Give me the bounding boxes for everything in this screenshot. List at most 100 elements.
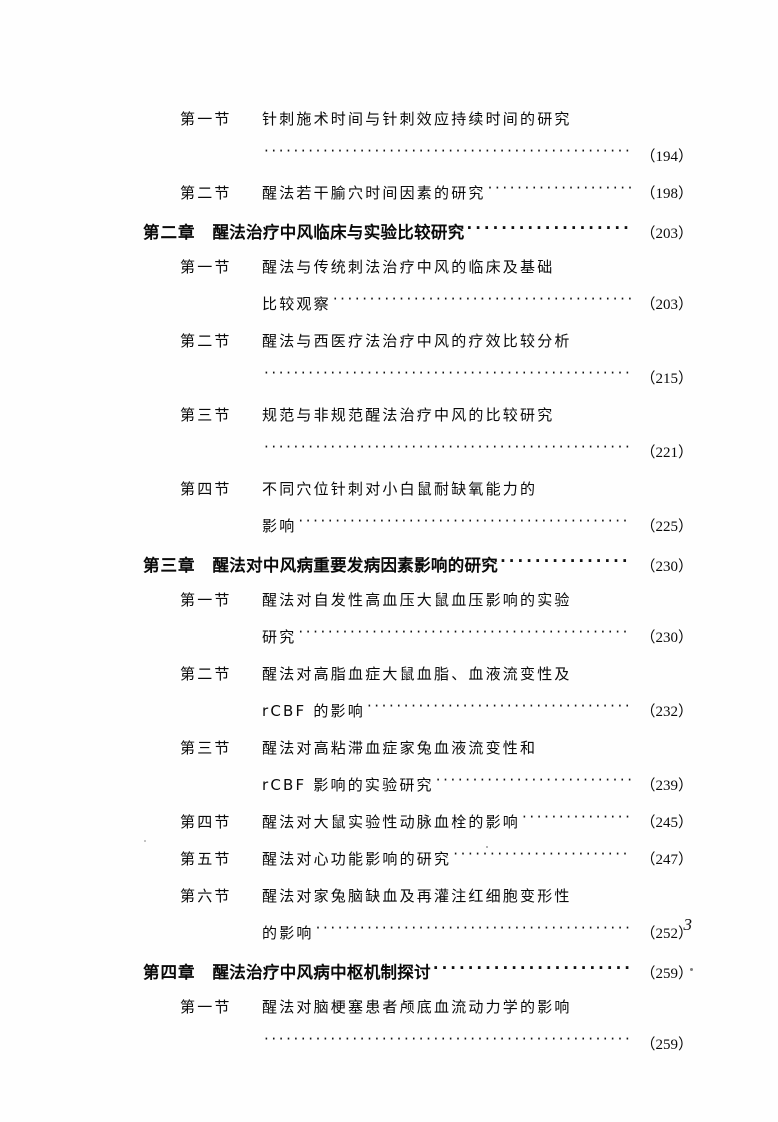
leader-dots xyxy=(500,555,631,571)
section-title: 不同穴位针刺对小白鼠耐缺氧能力的 xyxy=(262,480,538,498)
leader-dots xyxy=(264,367,631,383)
section-label: 第一节 xyxy=(180,591,232,609)
leader-dots xyxy=(316,922,631,938)
section-label: 第一节 xyxy=(180,258,232,276)
toc-continuation-row[interactable]: 比较观察 （203） xyxy=(262,293,693,330)
page-folio-number: 3 xyxy=(683,915,693,934)
toc-continuation-row[interactable]: 研究 （230） xyxy=(262,626,693,663)
page-number: （247） xyxy=(640,852,693,868)
page-number: （232） xyxy=(640,704,693,720)
section-title: 的影响 xyxy=(262,924,314,942)
chapter-label: 第二章 xyxy=(143,223,196,242)
toc-continuation-row[interactable]: rCBF 的影响 （232） xyxy=(262,700,693,737)
section-label: 第四节 xyxy=(180,813,232,831)
page-number: （245） xyxy=(640,815,693,831)
leader-dots xyxy=(433,962,631,978)
section-label: 第五节 xyxy=(180,850,232,868)
leader-dots xyxy=(522,811,631,827)
toc-leader-row[interactable]: （259） xyxy=(262,1033,693,1070)
section-title: rCBF 影响的实验研究 xyxy=(262,776,434,794)
section-title: 醒法对大鼠实验性动脉血栓的影响 xyxy=(262,813,521,831)
toc-continuation-row[interactable]: 的影响 （252） xyxy=(262,922,693,959)
toc-section-row[interactable]: 第一节 针刺施术时间与针刺效应持续时间的研究 xyxy=(180,108,693,145)
section-title: 醒法对高脂血症大鼠血脂、血液流变性及 xyxy=(262,665,572,683)
section-title: 醒法与西医疗法治疗中风的疗效比较分析 xyxy=(262,332,572,350)
page-number: （230） xyxy=(640,559,693,575)
toc-leader-row[interactable]: （221） xyxy=(262,441,693,478)
toc-section-row[interactable]: 第四节不同穴位针刺对小白鼠耐缺氧能力的 xyxy=(180,478,693,515)
section-label: 第一节 xyxy=(180,998,232,1016)
page-number: （198） xyxy=(640,186,693,202)
leader-dots xyxy=(488,182,631,198)
chapter-label: 第四章 xyxy=(143,963,196,982)
section-title: 比较观察 xyxy=(262,295,331,313)
leader-dots xyxy=(264,145,631,161)
section-label: 第三节 xyxy=(180,406,232,424)
print-speck xyxy=(144,840,146,842)
toc-section-row[interactable]: 第一节 醒法与传统刺法治疗中风的临床及基础 xyxy=(180,256,693,293)
chapter-title: 醒法治疗中风病中枢机制探讨 xyxy=(212,963,431,982)
section-title: 醒法对自发性高血压大鼠血压影响的实验 xyxy=(262,591,572,609)
leader-dots xyxy=(453,848,631,864)
section-title: 醒法对高粘滞血症家兔血液流变性和 xyxy=(262,739,538,757)
page-number: （221） xyxy=(640,445,693,461)
page-number: （252） xyxy=(640,926,693,942)
page-number: （239） xyxy=(640,778,693,794)
toc-section-row[interactable]: 第三节 规范与非规范醒法治疗中风的比较研究 xyxy=(180,404,693,441)
toc-continuation-row[interactable]: 影响 （225） xyxy=(262,515,693,552)
section-title: 醒法对家兔脑缺血及再灌注红细胞变形性 xyxy=(262,887,572,905)
section-label: 第一节 xyxy=(180,110,232,128)
toc-section-row[interactable]: 第三节 醒法对高粘滞血症家兔血液流变性和 xyxy=(180,737,693,774)
page-number: （259） xyxy=(640,1037,693,1053)
section-title: 醒法对心功能影响的研究 xyxy=(262,850,452,868)
section-label: 第二节 xyxy=(180,184,232,202)
table-of-contents-list: 第一节 针刺施术时间与针刺效应持续时间的研究 （194） 第二节 醒法若干腧穴时间因素的… xyxy=(143,108,693,1070)
section-label: 第六节 xyxy=(180,887,232,905)
page-number: （259） xyxy=(640,966,693,982)
toc-section-row[interactable]: 第六节 醒法对家兔脑缺血及再灌注红细胞变形性 xyxy=(180,885,693,922)
toc-section-row[interactable]: 第二节 醒法对高脂血症大鼠血脂、血液流变性及 xyxy=(180,663,693,700)
leader-dots xyxy=(436,774,631,790)
toc-continuation-row[interactable]: rCBF 影响的实验研究 （239） xyxy=(262,774,693,811)
section-title: 影响 xyxy=(262,517,297,535)
toc-section-row[interactable]: 第二节 醒法若干腧穴时间因素的研究 （198） xyxy=(180,182,693,219)
section-title: 醒法对脑梗塞患者颅底血流动力学的影响 xyxy=(262,998,572,1016)
leader-dots xyxy=(298,515,631,531)
toc-section-row[interactable]: 第五节 醒法对心功能影响的研究 （247） xyxy=(180,848,693,885)
toc-section-row[interactable]: 第一节 醒法对自发性高血压大鼠血压影响的实验 xyxy=(180,589,693,626)
toc-section-row[interactable]: 第一节 醒法对脑梗塞患者颅底血流动力学的影响 xyxy=(180,996,693,1033)
print-speck xyxy=(486,846,488,848)
page-number: （194） xyxy=(640,149,693,165)
section-label: 第二节 xyxy=(180,665,232,683)
page-number: （215） xyxy=(640,371,693,387)
leader-dots xyxy=(367,700,631,716)
leader-dots xyxy=(467,222,632,238)
section-title: 醒法若干腧穴时间因素的研究 xyxy=(262,184,486,202)
section-label: 第二节 xyxy=(180,332,232,350)
section-title: rCBF 的影响 xyxy=(262,702,365,720)
page-number: （225） xyxy=(640,519,693,535)
toc-section-row[interactable]: 第四节 醒法对大鼠实验性动脉血栓的影响 （245） xyxy=(180,811,693,848)
page-number: （230） xyxy=(640,630,693,646)
page-number: （203） xyxy=(640,297,693,313)
leader-dots xyxy=(333,293,631,309)
leader-dots xyxy=(264,441,631,457)
toc-leader-row[interactable]: （194） xyxy=(262,145,693,182)
section-title: 醒法与传统刺法治疗中风的临床及基础 xyxy=(262,258,555,276)
chapter-title: 醒法对中风病重要发病因素影响的研究 xyxy=(212,556,499,575)
leader-dots xyxy=(298,626,631,642)
section-title: 针刺施术时间与针刺效应持续时间的研究 xyxy=(262,110,572,128)
toc-section-row[interactable]: 第二节 醒法与西医疗法治疗中风的疗效比较分析 xyxy=(180,330,693,367)
toc-leader-row[interactable]: （215） xyxy=(262,367,693,404)
section-title: 研究 xyxy=(262,628,297,646)
print-speck xyxy=(690,968,693,971)
section-title: 规范与非规范醒法治疗中风的比较研究 xyxy=(262,406,555,424)
page-number: （203） xyxy=(640,226,693,242)
section-label: 第三节 xyxy=(180,739,232,757)
leader-dots xyxy=(264,1033,631,1049)
chapter-title: 醒法治疗中风临床与实验比较研究 xyxy=(212,223,465,242)
